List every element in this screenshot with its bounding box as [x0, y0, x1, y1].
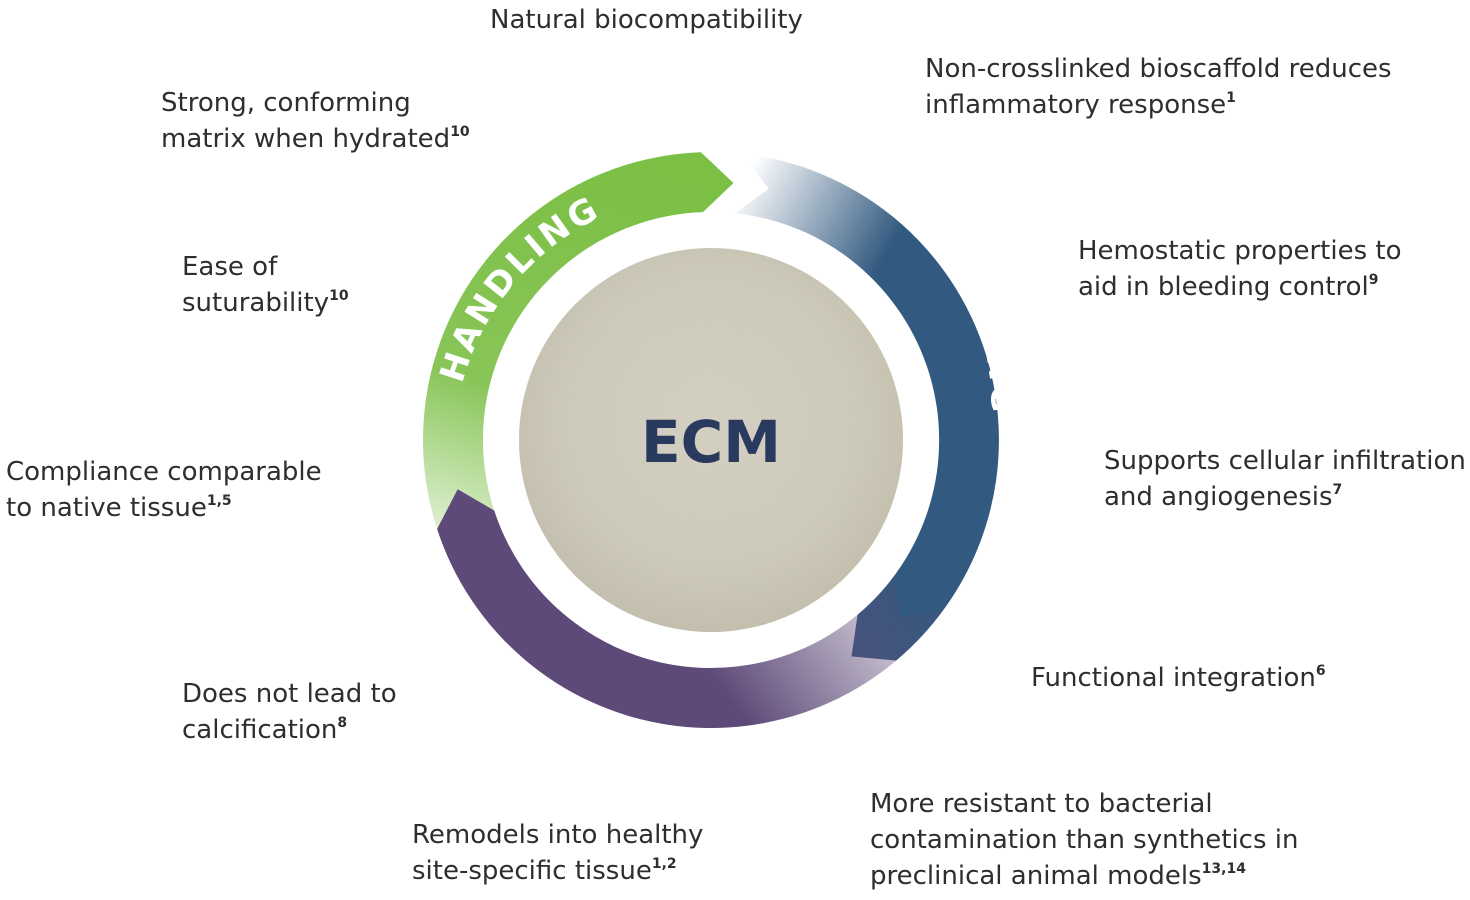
benefit-hemostatic: Hemostatic properties to aid in bleeding… [1078, 233, 1401, 305]
citation: 1,5 [206, 493, 232, 509]
benefit-non-crosslinked: Non-crosslinked bioscaffold reduces infl… [925, 51, 1392, 123]
benefit-strong-matrix: Strong, conforming matrix when hydrated1… [161, 85, 470, 157]
citation: 9 [1368, 272, 1379, 288]
benefit-line: to native tissue [6, 493, 207, 523]
benefit-line: Strong, conforming [161, 88, 411, 118]
citation: 8 [337, 715, 348, 731]
benefit-line: Ease of [182, 252, 278, 282]
center-label: ECM [641, 408, 781, 476]
benefit-line: Does not lead to [182, 679, 397, 709]
svg-text:RESULTS: RESULTS [624, 728, 812, 788]
benefit-line: calcification [182, 715, 338, 745]
benefit-functional-integration: Functional integration6 [1031, 660, 1326, 696]
citation: 1,2 [651, 856, 677, 872]
benefit-line: More resistant to bacterial [870, 789, 1213, 819]
benefit-remodels: Remodels into healthy site-specific tiss… [412, 817, 703, 889]
citation: 13,14 [1201, 861, 1246, 877]
benefit-line: and angiogenesis [1104, 482, 1333, 512]
benefit-line: aid in bleeding control [1078, 272, 1369, 302]
benefit-line: inflammatory response [925, 90, 1227, 120]
healing-arc [734, 153, 999, 661]
results-label: RESULTS [624, 728, 809, 788]
benefit-line: site-specific tissue [412, 856, 652, 886]
citation: 6 [1315, 663, 1326, 679]
benefit-line: Functional integration [1031, 663, 1316, 693]
benefit-natural-biocompatibility: Natural biocompatibility [490, 2, 803, 38]
citation: 7 [1332, 482, 1343, 498]
citation: 1 [1226, 90, 1236, 106]
benefit-line: Natural biocompatibility [490, 5, 803, 35]
benefit-line: preclinical animal models [870, 861, 1202, 891]
benefit-line: Supports cellular infiltration [1104, 446, 1466, 476]
benefit-compliance: Compliance comparable to native tissue1,… [6, 454, 322, 526]
benefit-line: Compliance comparable [6, 457, 322, 487]
benefit-bacterial-resistance: More resistant to bacterial contaminatio… [870, 786, 1299, 894]
benefit-line: Remodels into healthy [412, 820, 704, 850]
results-arc [437, 489, 944, 729]
benefit-line: contamination than synthetics in [870, 825, 1299, 855]
benefit-calcification: Does not lead to calcification8 [182, 676, 397, 748]
handling-arc [423, 152, 734, 610]
citation: 10 [329, 288, 349, 304]
benefit-line: matrix when hydrated [161, 124, 451, 154]
benefit-line: suturability [182, 288, 330, 318]
citation: 10 [450, 124, 470, 140]
benefit-line: Non-crosslinked bioscaffold reduces [925, 54, 1392, 84]
benefit-cellular-infiltration: Supports cellular infiltration and angio… [1104, 443, 1466, 515]
benefit-suturability: Ease of suturability10 [182, 249, 349, 321]
benefit-line: Hemostatic properties to [1078, 236, 1402, 266]
center-disc [519, 248, 903, 632]
